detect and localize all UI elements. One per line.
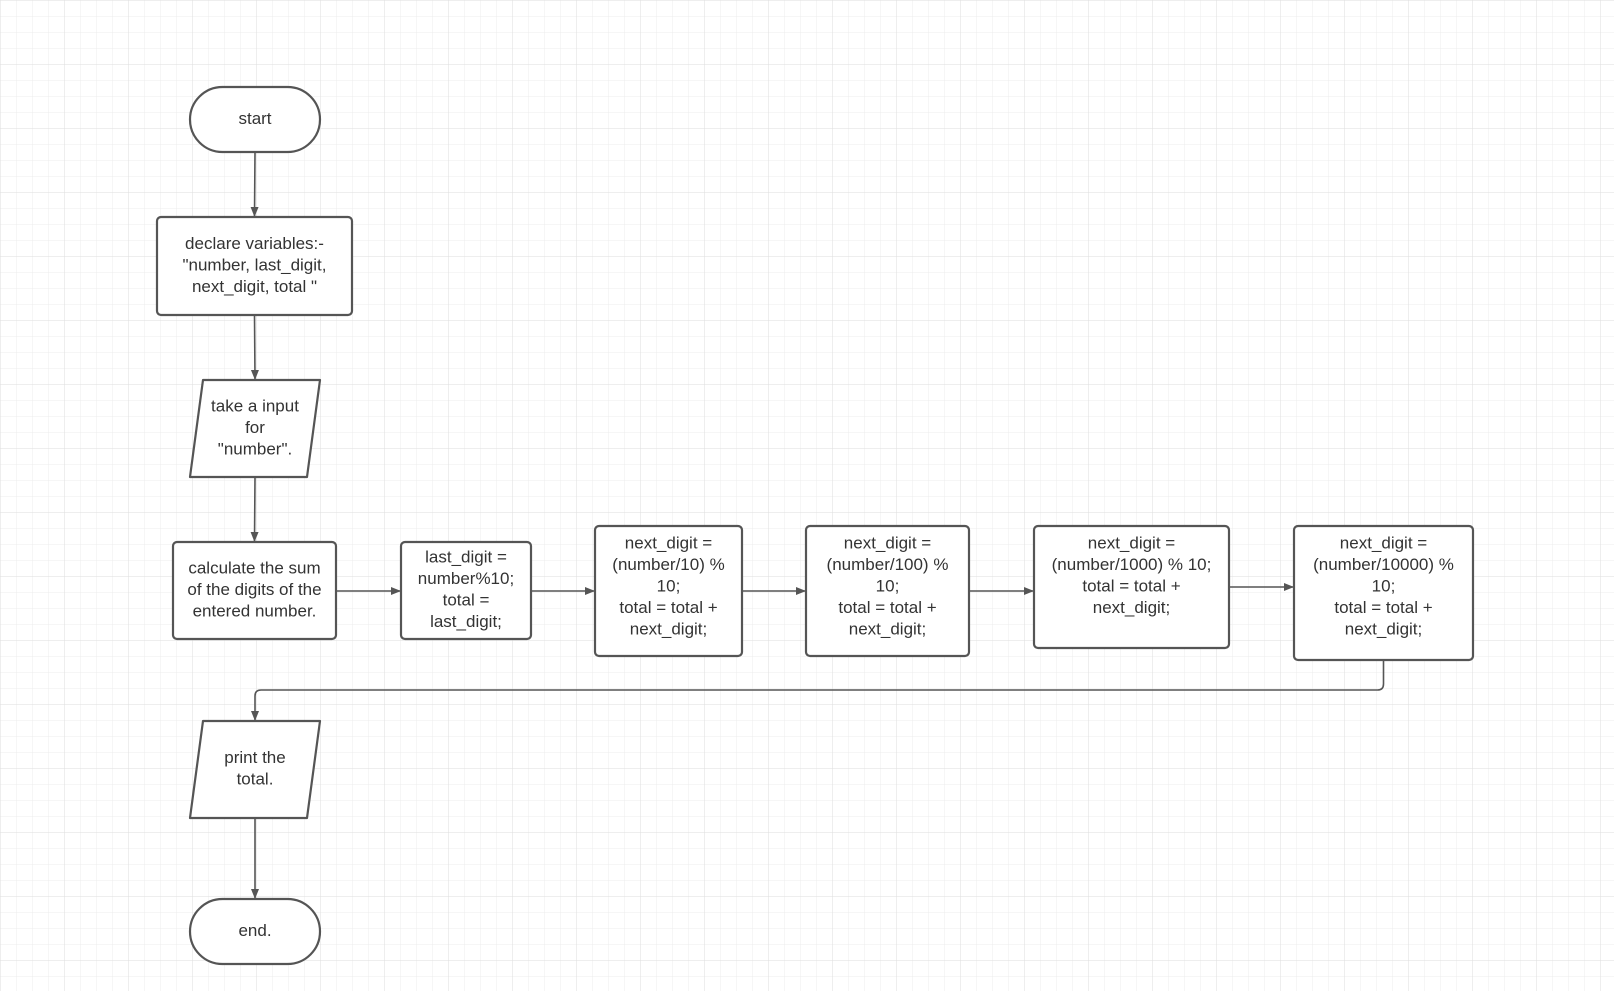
nodes: start declare variables:- "number, last_di… xyxy=(155,85,1475,966)
node-declare-line-2: next_digit, total " xyxy=(192,277,317,296)
node-declare[interactable]: declare variables:- "number, last_digit,n… xyxy=(155,215,354,317)
terminator-shape xyxy=(188,897,322,966)
node-last-line-3: last_digit; xyxy=(430,612,502,631)
process-shape xyxy=(593,524,744,658)
connectors xyxy=(250,151,1385,899)
node-input-line-1: for xyxy=(245,418,265,437)
node-d100-line-3: total = total + xyxy=(838,598,936,617)
node-d10000-line-3: total = total + xyxy=(1334,598,1432,617)
connector-declare-to-input[interactable] xyxy=(250,314,259,380)
node-d100[interactable]: next_digit = (number/100) % 10; total = tot… xyxy=(804,524,971,658)
io-parallelogram-shape xyxy=(188,719,322,820)
node-d100-line-4: next_digit; xyxy=(849,619,927,638)
node-calc-line-1: of the digits of the xyxy=(187,580,321,599)
node-d1000-line-0: next_digit = xyxy=(1088,533,1175,552)
node-last-line-1: number%10; xyxy=(418,569,514,588)
node-d10000-line-2: 10; xyxy=(1372,576,1396,595)
node-last-line-2: total = xyxy=(443,591,490,610)
node-input-line-2: "number". xyxy=(218,439,292,458)
node-calc[interactable]: calculate the sum of the digits of the ent… xyxy=(171,540,338,641)
node-declare-line-1: "number, last_digit, xyxy=(182,255,326,274)
node-calc-line-0: calculate the sum xyxy=(188,558,320,577)
node-d10000[interactable]: next_digit = (number/10000) % 10; total = t… xyxy=(1292,524,1475,662)
node-d100-line-2: 10; xyxy=(876,576,900,595)
connector-d10000-to-print[interactable] xyxy=(251,660,1385,721)
connector-start-to-declare[interactable] xyxy=(250,151,259,217)
node-d1000-line-1: (number/1000) % 10; xyxy=(1052,555,1212,574)
node-d10-line-0: next_digit = xyxy=(625,533,712,552)
process-shape xyxy=(171,540,338,641)
node-input-line-0: take a input xyxy=(211,396,299,415)
io-parallelogram-shape xyxy=(188,378,322,479)
connector-input-to-calc[interactable] xyxy=(250,476,259,542)
node-d10-line-2: 10; xyxy=(657,576,681,595)
node-declare-line-0: declare variables:- xyxy=(185,234,324,253)
node-d10000-line-1: (number/10000) % xyxy=(1313,555,1454,574)
node-print-line-1: total. xyxy=(237,770,274,789)
node-start-line-0: start xyxy=(238,109,271,128)
node-print-line-0: print the xyxy=(224,748,285,767)
process-shape xyxy=(399,540,533,641)
node-last[interactable]: last_digit = number%10; total = last_digit; xyxy=(399,540,533,641)
node-end-line-0: end. xyxy=(238,921,271,940)
node-end[interactable]: end. xyxy=(188,897,322,966)
node-d1000-line-3: next_digit; xyxy=(1093,598,1171,617)
node-print[interactable]: print the total. xyxy=(188,719,322,820)
node-d100-line-0: next_digit = xyxy=(844,533,931,552)
node-d1000-line-2: total = total + xyxy=(1082,576,1180,595)
node-d10-line-1: (number/10) % xyxy=(612,555,724,574)
process-shape xyxy=(1032,524,1231,650)
node-d10000-line-0: next_digit = xyxy=(1340,533,1427,552)
node-d1000[interactable]: next_digit = (number/1000) % 10; total = t… xyxy=(1032,524,1231,650)
node-d10-line-4: next_digit; xyxy=(630,619,708,638)
process-shape xyxy=(804,524,971,658)
process-shape xyxy=(155,215,354,317)
node-d100-line-1: (number/100) % xyxy=(827,555,949,574)
node-calc-line-2: entered number. xyxy=(193,601,317,620)
node-d10[interactable]: next_digit = (number/10) % 10; total = tota… xyxy=(593,524,744,658)
process-shape xyxy=(1292,524,1475,662)
node-d10-line-3: total = total + xyxy=(619,598,717,617)
node-d10000-line-4: next_digit; xyxy=(1345,619,1423,638)
node-input[interactable]: take a input for "number". xyxy=(188,378,322,479)
node-last-line-0: last_digit = xyxy=(425,548,507,567)
terminator-shape xyxy=(188,85,322,154)
node-start[interactable]: start xyxy=(188,85,322,154)
